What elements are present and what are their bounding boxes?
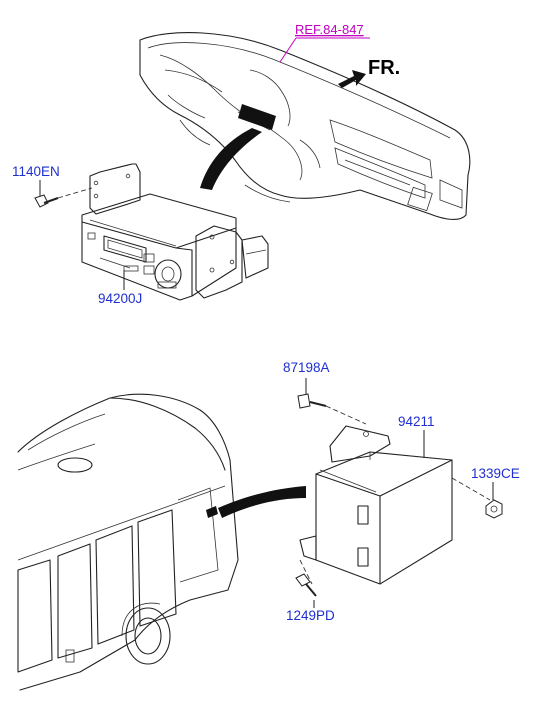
part-number-1339CE: 1339CE [471, 466, 520, 481]
mounting-line-1249PD [299, 559, 313, 585]
callout-arrow-module [218, 486, 306, 518]
front-direction-indicator: FR. [338, 57, 400, 88]
nut-1339CE-icon [485, 499, 503, 519]
part-number-1249PD: 1249PD [286, 608, 335, 623]
part-number-94211: 94211 [398, 414, 435, 429]
audio-head-unit [81, 163, 269, 301]
front-label: FR. [368, 57, 400, 79]
control-module [299, 425, 453, 585]
part-number-94200J: 94200J [98, 291, 142, 306]
mounting-line-1140EN [57, 187, 93, 199]
bolt-87198A-icon [297, 393, 327, 409]
bolt-1140EN-icon [34, 194, 59, 208]
reference-leader [279, 37, 370, 63]
mounting-line-1339CE [451, 477, 491, 501]
bus-body [17, 393, 239, 691]
dashboard-panel [139, 32, 471, 220]
part-number-87198A: 87198A [283, 360, 330, 375]
reference-label: REF.84-847 [295, 22, 364, 37]
part-number-1140EN: 1140EN [12, 164, 60, 179]
mounting-line-87198A [325, 405, 367, 425]
bolt-1249PD-icon [295, 573, 317, 597]
callout-arrow-audio [200, 128, 262, 190]
